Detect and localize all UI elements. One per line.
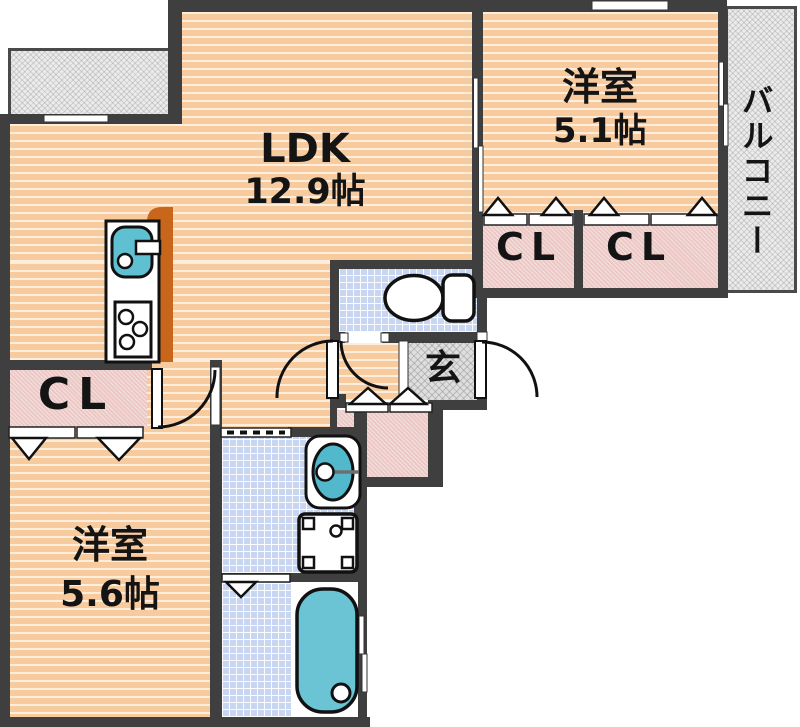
- window-icon: [591, 0, 669, 11]
- window-icon: [718, 61, 724, 107]
- door-arc: [339, 340, 389, 390]
- door-arc: [157, 369, 217, 429]
- burner-icon: [131, 320, 149, 338]
- closet-mid-floor: [367, 407, 430, 477]
- room-ldk-floor: [172, 12, 472, 262]
- hallway-floor: [222, 360, 339, 432]
- window-icon: [723, 103, 729, 147]
- window-markers: [43, 0, 729, 693]
- door-jamb: [476, 331, 488, 342]
- wall: [330, 260, 477, 269]
- closet-left-label: CL: [37, 369, 115, 420]
- folding-door-tracks: [8, 213, 718, 583]
- door-jamb: [210, 366, 221, 426]
- porch: [8, 48, 172, 118]
- folding-door-icon: [222, 580, 260, 599]
- wall: [0, 717, 370, 727]
- balcony-label: バルコニー: [736, 84, 775, 259]
- wall: [333, 332, 345, 343]
- closet-track: [650, 213, 718, 226]
- sliding-door-icon: [478, 145, 484, 213]
- faucet-icon: [134, 239, 162, 256]
- room-label-ldk: LDK: [260, 126, 350, 172]
- swing-doors: [151, 339, 539, 429]
- entrance-floor: [408, 340, 477, 400]
- closet-track: [76, 426, 144, 439]
- closet-track: [8, 426, 76, 439]
- wall: [210, 360, 222, 717]
- bathtub-icon: [295, 587, 359, 714]
- window-icon: [358, 615, 365, 655]
- wall: [0, 360, 152, 370]
- toilet-icon: [383, 273, 476, 323]
- wall: [330, 260, 339, 344]
- folding-door-icon: [481, 196, 515, 217]
- door-arc: [275, 339, 334, 399]
- room-label-bedroom-b: 洋室: [71, 523, 148, 567]
- wall: [0, 114, 10, 727]
- folding-door-icon: [95, 436, 143, 462]
- folding-door-icon: [685, 196, 719, 217]
- wall: [168, 0, 182, 124]
- closet-a-floor: [483, 217, 574, 288]
- folding-door-icon: [539, 196, 573, 217]
- folding-door-marks: [9, 196, 719, 599]
- door-leaf: [326, 340, 339, 399]
- washroom-sliding-door: [220, 427, 292, 438]
- wall: [477, 288, 487, 344]
- wall: [330, 400, 337, 440]
- folding-door-icon: [9, 436, 49, 461]
- closet-left-floor: [10, 370, 147, 427]
- folding-door-icon: [346, 386, 390, 406]
- room-bedroom-a-floor: [483, 12, 718, 215]
- wall: [222, 573, 360, 582]
- entrance-door-arc: [481, 340, 539, 398]
- wall: [352, 477, 443, 487]
- door-leaf: [151, 368, 163, 429]
- closet-a-label: CL: [495, 225, 563, 269]
- window-icon: [361, 653, 368, 693]
- washing-machine-pan-icon: [297, 512, 359, 574]
- closet-b-label: CL: [605, 225, 673, 269]
- burner-icon: [118, 333, 136, 351]
- door-jamb: [380, 332, 390, 343]
- wall: [718, 198, 728, 298]
- wall: [574, 210, 583, 288]
- wall: [472, 288, 728, 298]
- room-area-ldk: 12.9帖: [244, 172, 366, 212]
- closet-b-floor: [583, 217, 718, 288]
- window-icon: [43, 114, 109, 123]
- wall: [472, 205, 483, 297]
- room-label-bedroom-a: 洋室: [561, 65, 638, 109]
- sink-drain-icon: [116, 252, 134, 270]
- entrance-door-leaf: [474, 340, 487, 399]
- room-area-bedroom-a: 5.1帖: [552, 111, 648, 151]
- entrance-label: 玄: [424, 348, 461, 389]
- folding-door-icon: [386, 386, 430, 406]
- wall: [428, 400, 443, 487]
- wall: [168, 0, 727, 12]
- wall: [428, 400, 487, 410]
- kitchen: [104, 207, 173, 364]
- wall: [382, 332, 477, 343]
- wall: [288, 427, 360, 437]
- folding-door-icon: [587, 196, 621, 217]
- washstand-icon: [304, 434, 362, 510]
- burner-icon: [117, 308, 135, 326]
- bathroom-floor: [222, 582, 291, 717]
- room-area-bedroom-b: 5.6帖: [60, 574, 160, 615]
- door-jamb: [339, 332, 349, 343]
- sliding-door-icon: [473, 77, 479, 149]
